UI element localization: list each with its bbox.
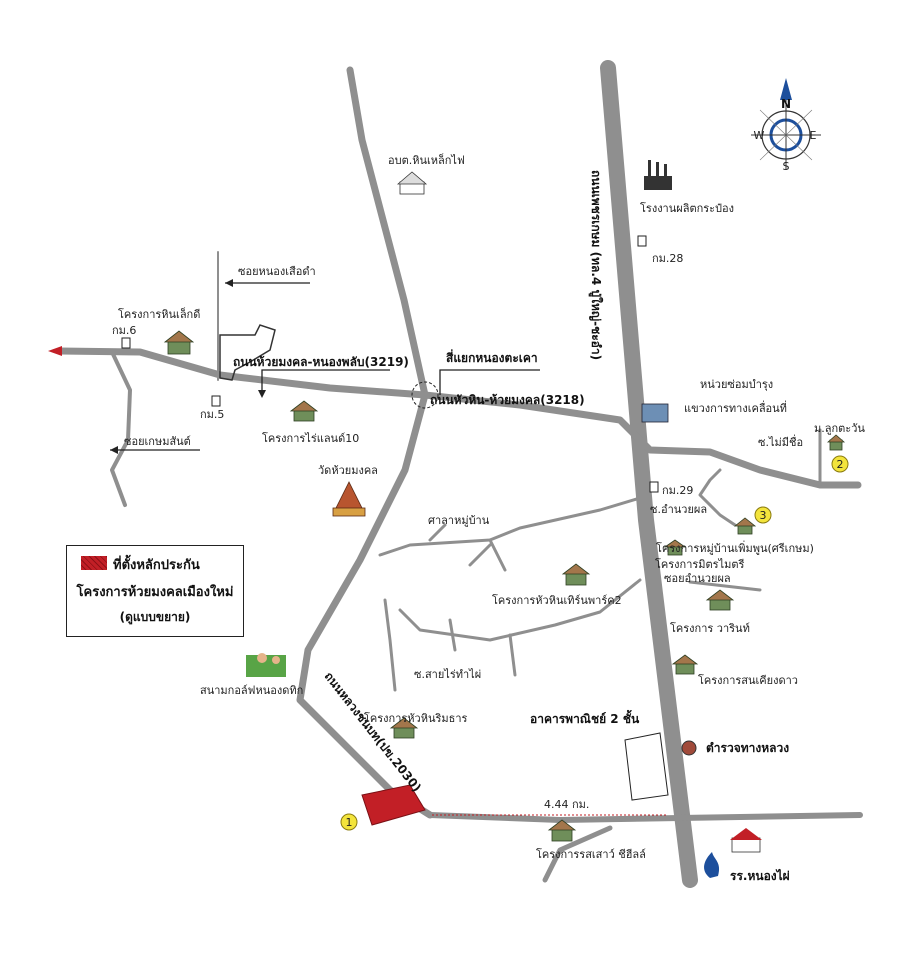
arrow-head	[225, 279, 233, 287]
label-soi-mai-mi: ซ.ไม่มีชื่อ	[758, 434, 803, 449]
road-rim	[398, 578, 642, 642]
legend-line-1: ที่ตั้งหลักประกัน	[113, 558, 200, 573]
label-wat: วัดห้วยมงคล	[318, 464, 378, 477]
label-shophouse: อาคารพาณิชย์ 2 ชั้น	[530, 709, 640, 726]
label-warin: โครงการ วารินท์	[670, 621, 750, 635]
legend-swatch	[81, 556, 107, 570]
junction-marker	[411, 381, 439, 409]
road-bottom-branch	[542, 825, 613, 883]
road-bottom	[427, 812, 863, 823]
road-sala-2	[428, 523, 507, 572]
golf-icon	[246, 653, 286, 677]
label-can-factory: โรงงานผลิตกระป๋อง	[640, 201, 734, 215]
road-sala	[378, 496, 642, 557]
road-side	[698, 468, 737, 527]
fire-office-icon	[396, 171, 428, 195]
soi-kasemsan	[110, 350, 132, 507]
label-main-highway: ถนนเพชรเกษม (ทล.4 ปู่ใหญ่-ชะอำ)	[588, 170, 604, 360]
marker-3: 3	[754, 506, 772, 524]
svg-text:S: S	[783, 160, 790, 173]
label-km6: กม.6	[112, 324, 136, 337]
label-school: รร.หนองไผ่	[730, 868, 790, 883]
west-arrow	[48, 346, 62, 356]
compass-icon: N S E W	[751, 78, 821, 173]
main-highway	[600, 60, 698, 888]
road-east	[421, 391, 862, 489]
svg-text:E: E	[810, 129, 817, 142]
shophouse-outline	[624, 732, 669, 801]
svg-text:1: 1	[346, 816, 353, 829]
label-khunphoem: โครงการหมู่บ้านเพิ่มพูน(ศรีเกษม)	[656, 540, 814, 555]
label-soi-amnuay: ซ.อำนวยผล	[650, 503, 707, 516]
label-road-3218: ถนนหัวหิน-ห้วยมงคล(3218)	[430, 393, 585, 407]
road-east-branch-2	[688, 580, 762, 592]
label-hin-lek: โครงการหินเล็กดี	[118, 307, 200, 321]
label-police: ตำรวจทางหลวง	[706, 741, 789, 755]
office-icon	[641, 403, 669, 423]
km-post-icon	[121, 235, 659, 493]
label-highway-office: หน่วยซ่อมบำรุง	[700, 378, 773, 391]
house-icon	[163, 330, 846, 842]
label-hinrimthan: โครงการหัวหินริมธาร	[364, 711, 468, 725]
marker-2: 2	[831, 455, 849, 473]
marker-1: 1	[340, 813, 358, 831]
label-golf: สนามกอล์ฟหนองดทิก	[200, 684, 303, 697]
label-mitrathai: โครงการมิตรไมตรี	[655, 557, 745, 571]
label-highway-office2: แขวงการทางเคลื่อนที่	[684, 400, 787, 415]
label-saensuk: โครงการรสเสาว์ ชีฮีลล์	[536, 847, 646, 861]
factory-icon	[644, 160, 672, 190]
label-distance: 4.44 กม.	[544, 798, 589, 811]
temple-icon	[332, 481, 366, 517]
label-hinthirin: โครงการหัวหินเทิร์นพาร์ค2	[492, 593, 622, 607]
project-outline	[219, 324, 276, 381]
label-sala: ศาลาหมู่บ้าน	[428, 514, 490, 527]
road-rim-2	[383, 598, 517, 692]
arrow-head	[110, 446, 118, 454]
legend-line-3: (ดูแบบขยาย)	[119, 610, 191, 624]
map-legend: ที่ตั้งหลักประกัน โครงการห้วยมงคลเมืองให…	[66, 545, 244, 637]
svg-text:N: N	[781, 97, 791, 111]
label-mu-kratan: ม.ลูกตะวัน	[814, 422, 865, 435]
label-road-3219: ถนนห้วยมงคล-หนองพลับ(3219)	[233, 355, 409, 369]
label-soi-sai-ngam: โครงการสนเคียงดาว	[698, 673, 798, 687]
label-soi-amnuaypol: ซอยอำนวยผล	[664, 572, 731, 585]
svg-text:2: 2	[837, 458, 844, 471]
label-km29: กม.29	[662, 484, 693, 497]
legend-line-2: โครงการห้วยมงคลเมืองใหม่	[76, 585, 234, 600]
label-fire-office: อบต.หินเหล็กไฟ	[388, 153, 465, 167]
arrow-3219	[261, 369, 390, 395]
svg-text:W: W	[754, 129, 765, 142]
gas-station-icon	[704, 852, 720, 878]
label-rai-land: โครงการไร่แลนด์10	[262, 431, 359, 445]
label-soi-nong-suea: ซอยหนองเสือดำ	[238, 265, 316, 278]
arrow-3218	[439, 369, 540, 395]
label-junction: สี่แยกหนองตะเคา	[446, 349, 538, 365]
label-soi-kasemsan: ซอยเกษมสันต์	[124, 435, 191, 448]
label-km28: กม.28	[652, 252, 683, 265]
svg-text:3: 3	[760, 509, 767, 522]
police-icon	[681, 740, 697, 756]
collateral-site	[361, 784, 426, 826]
label-soi-sai-rai: ซ.สายไร่ทำไผ่	[414, 668, 481, 681]
arrow-head	[258, 390, 266, 398]
road-3218	[296, 66, 434, 819]
label-km5: กม.5	[200, 408, 224, 421]
school-icon	[730, 828, 762, 853]
